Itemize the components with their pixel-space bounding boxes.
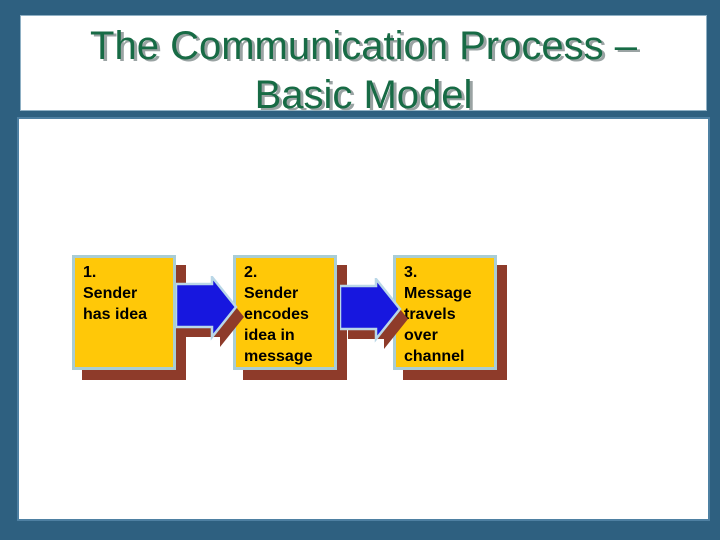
slide-title-line1: The Communication Process –	[90, 24, 637, 68]
step-line: travels	[404, 306, 456, 323]
step-box-sender-encodes: 2. Sender encodes idea in message	[233, 255, 337, 370]
right-arrow-icon	[176, 276, 244, 347]
step-box-message-travels: 3. Message travels over channel	[393, 255, 497, 370]
step-line: 1.	[83, 264, 97, 281]
slide-title-line2: Basic Model	[254, 73, 473, 117]
step-box-sender-has-idea: 1. Sender has idea	[72, 255, 176, 370]
step-line: Message	[404, 285, 472, 302]
step-line: idea in	[244, 327, 295, 344]
slide-title: The Communication Process – Basic Model	[21, 16, 706, 120]
step-line: Sender	[244, 285, 299, 302]
step-line: has idea	[83, 306, 148, 323]
right-arrow-icon	[340, 278, 408, 349]
arrow-body	[340, 278, 402, 343]
title-panel: The Communication Process – Basic Model	[20, 15, 707, 117]
step-line: over	[404, 327, 438, 344]
step-line: channel	[404, 348, 465, 365]
step-line: 2.	[244, 264, 258, 281]
arrow-body	[176, 276, 238, 341]
step-line: Sender	[83, 285, 138, 302]
step-line: 3.	[404, 264, 418, 281]
step-line: encodes	[244, 306, 309, 323]
step-line: message	[244, 348, 313, 365]
